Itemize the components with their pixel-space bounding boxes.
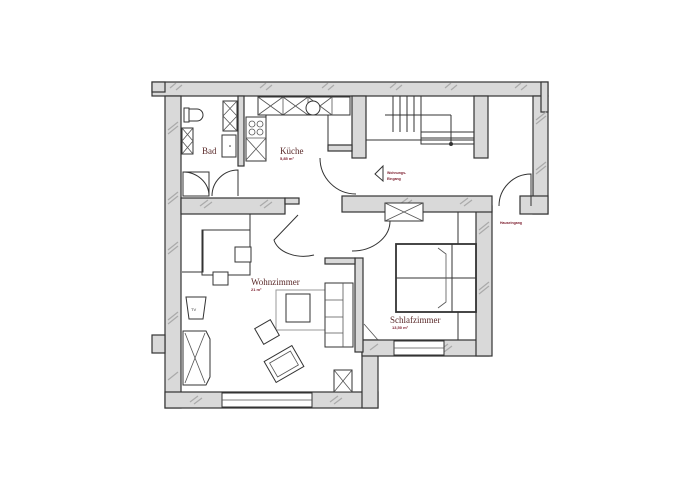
toilet-icon [183, 107, 204, 123]
double-bed-icon [395, 243, 477, 313]
hall: Wohnungs- Eingang Hauseingang [351, 164, 532, 252]
kitchen-sink-icon [305, 100, 321, 116]
area-label-wohnzimmer: 21 m² [251, 287, 262, 292]
staircase [365, 95, 475, 146]
entry-arrow-icon [374, 164, 384, 183]
area-label-schlafzimmer: 13,50 m² [392, 325, 409, 330]
bath-cabinet-icon [181, 127, 194, 155]
room-label-bad: Bad [202, 146, 217, 156]
room-label-wohnzimmer: Wohnzimmer [251, 277, 300, 287]
armchair-icon [254, 319, 280, 345]
hauseingang-label: Hauseingang [500, 221, 522, 225]
room-label-kueche: Küche [280, 146, 304, 156]
desk-chair-icon [212, 246, 252, 286]
shower-icon [182, 171, 210, 197]
wohnungseingang-label-1: Wohnungs- [387, 171, 407, 175]
sideboard-icon [182, 330, 211, 386]
windows [221, 340, 445, 408]
tv-icon: TV [185, 296, 207, 320]
kitchen-fixtures [245, 96, 357, 195]
living-room-fixtures: TV [182, 213, 354, 393]
bathroom-fixtures [181, 100, 239, 197]
bath-shelf-icon [222, 100, 238, 132]
sofa-icon [324, 282, 354, 348]
house-entry-door-swing [498, 173, 532, 207]
sink-icon [221, 134, 237, 158]
kitchen-door-swing [319, 157, 357, 195]
stove-icon [248, 120, 264, 136]
wohnungseingang-label-2: Eingang [387, 177, 401, 181]
room-labels: Bad Küche 5,85 m² Wohnzimmer 21 m² Schla… [202, 146, 440, 330]
area-label-kueche: 5,85 m² [280, 156, 294, 161]
living-door-swing [273, 214, 315, 257]
room-label-schlafzimmer: Schlafzimmer [390, 315, 440, 325]
walls [151, 81, 549, 409]
coffee-table [285, 293, 311, 323]
svg-text:TV: TV [191, 307, 196, 312]
bedroom-door-swing [351, 220, 391, 252]
cabinet-icon [333, 369, 353, 393]
armchair-2-icon [263, 344, 305, 384]
bedroom-fixtures [363, 211, 477, 341]
bath-door-swing [211, 169, 239, 197]
